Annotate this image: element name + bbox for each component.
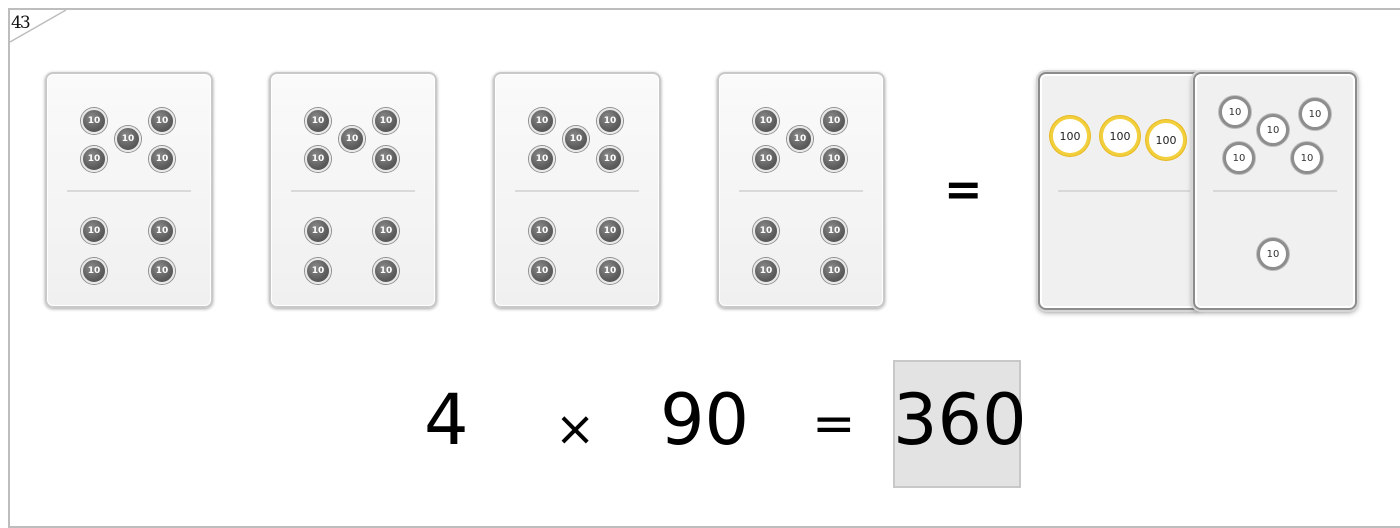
card-divider [739,190,863,192]
page-corner-fold [9,9,67,43]
coin-10: 10 [81,108,107,134]
coin-10: 10 [563,126,589,152]
coin-10: 10 [305,258,331,284]
coin-10: 10 [821,146,847,172]
coin-10: 10 [149,258,175,284]
coin-10: 10 [1257,114,1289,146]
coin-100: 100 [1146,120,1186,160]
coin-10: 10 [115,126,141,152]
coin-10: 10 [1219,96,1251,128]
coin-10: 10 [597,218,623,244]
coin-10: 10 [787,126,813,152]
coin-10: 10 [373,146,399,172]
coin-10: 10 [373,108,399,134]
coin-10: 10 [149,218,175,244]
card-divider [67,190,191,192]
equation-equals: = [812,394,856,454]
coin-10: 10 [753,108,779,134]
coin-10: 10 [373,258,399,284]
card-divider [1213,190,1337,192]
coin-10: 10 [305,218,331,244]
coin-card-1: 10 10 10 10 10 10 10 10 10 [45,72,213,308]
card-divider [1058,190,1190,192]
coin-10: 10 [305,146,331,172]
coin-10: 10 [1257,238,1289,270]
coin-10: 10 [597,146,623,172]
hundreds-card: 100 100 100 [1038,72,1202,310]
coin-10: 10 [753,258,779,284]
coin-10: 10 [529,108,555,134]
page-number: 43 [11,13,31,33]
coin-10: 10 [529,218,555,244]
equation-left: 4 [424,379,469,461]
multiply-sign: × [555,401,596,457]
coin-card-3: 10 10 10 10 10 10 10 10 10 [493,72,661,308]
coin-10: 10 [81,146,107,172]
coin-10: 10 [81,218,107,244]
coin-10: 10 [149,108,175,134]
coin-10: 10 [1223,142,1255,174]
coin-100: 100 [1050,116,1090,156]
coin-10: 10 [339,126,365,152]
coin-10: 10 [597,108,623,134]
card-divider [291,190,415,192]
answer-value: 360 [893,379,1027,461]
coin-10: 10 [529,146,555,172]
coin-10: 10 [81,258,107,284]
equation-right: 90 [660,379,750,461]
coin-10: 10 [821,108,847,134]
coin-10: 10 [821,258,847,284]
coin-10: 10 [149,146,175,172]
coin-card-2: 10 10 10 10 10 10 10 10 10 [269,72,437,308]
coin-10: 10 [753,146,779,172]
coin-10: 10 [753,218,779,244]
coin-card-4: 10 10 10 10 10 10 10 10 10 [717,72,885,308]
coin-10: 10 [821,218,847,244]
coin-10: 10 [373,218,399,244]
coin-100: 100 [1100,116,1140,156]
coin-10: 10 [529,258,555,284]
answer-box[interactable] [893,360,1021,488]
equals-sign: = [944,162,983,216]
coin-10: 10 [1291,142,1323,174]
coin-10: 10 [597,258,623,284]
card-divider [515,190,639,192]
coin-10: 10 [1299,98,1331,130]
coin-10: 10 [305,108,331,134]
tens-card: 10 10 10 10 10 10 [1193,72,1357,310]
